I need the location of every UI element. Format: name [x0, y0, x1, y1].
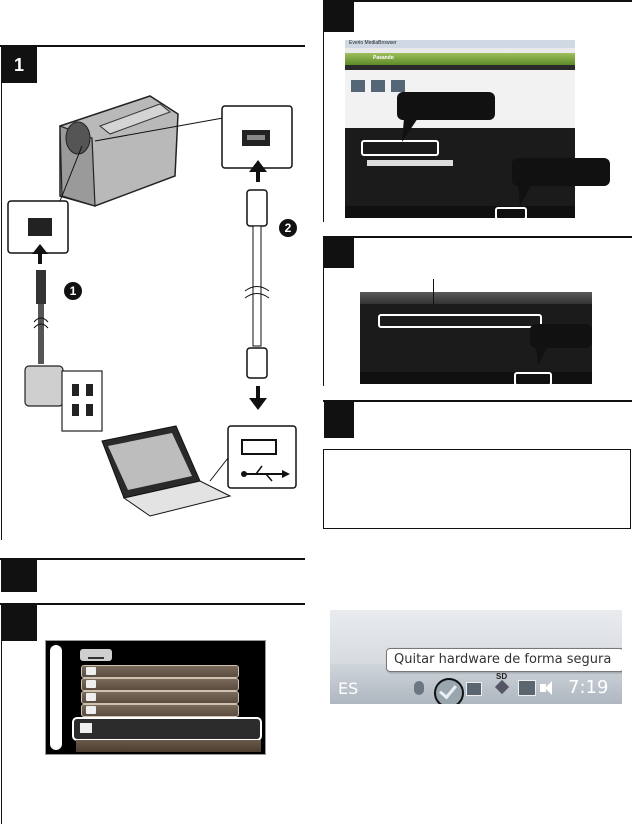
network-icon[interactable]	[518, 680, 536, 696]
checkmark-icon	[439, 680, 457, 700]
dropdown-field[interactable]	[367, 160, 453, 166]
usb-symbol-icon	[241, 465, 290, 482]
sd-card-icon[interactable]: SD	[492, 672, 512, 696]
menu-item-icon	[86, 680, 96, 688]
step-number-badge	[324, 402, 354, 438]
step-frame-bottom-b	[0, 603, 305, 826]
confirm-header	[360, 292, 592, 304]
safely-remove-tooltip: Quitar hardware de forma segura	[386, 648, 622, 672]
usb-a-port-closeup	[227, 425, 297, 489]
window-toolbar: Pasando	[345, 53, 575, 65]
note-box	[323, 449, 631, 529]
video-thumbnail[interactable]	[391, 80, 405, 92]
ac-adapter-icon	[24, 365, 64, 407]
step-frame-software-top	[323, 0, 632, 224]
volume-icon[interactable]	[540, 680, 556, 696]
video-thumbnail[interactable]	[371, 80, 385, 92]
step-connect-left-rule	[1, 45, 2, 540]
lcd-bottom-bar	[76, 740, 261, 752]
connection-illustration	[7, 95, 297, 517]
pc-copy-icon	[80, 723, 92, 733]
step-number-badge	[1, 560, 37, 592]
speech-bubble-icon[interactable]	[414, 681, 424, 695]
start-button-highlight[interactable]	[514, 372, 552, 384]
camcorder-illustration	[59, 95, 179, 207]
camcorder-lcd-screen	[45, 640, 266, 755]
window-title: Everio MediaBrowser	[349, 40, 397, 46]
option-highlight[interactable]	[361, 140, 439, 156]
callout-pointer	[518, 184, 532, 206]
usb-icon	[88, 651, 104, 659]
step-frame-software-mid	[323, 236, 632, 388]
window-titlebar: Everio MediaBrowser	[345, 40, 575, 48]
language-indicator[interactable]: ES	[338, 679, 359, 698]
button-bar	[345, 206, 575, 218]
callout-box	[530, 324, 592, 348]
menu-item[interactable]	[81, 704, 239, 717]
menu-item[interactable]	[81, 665, 239, 678]
menu-item-icon	[86, 693, 96, 701]
path-highlight[interactable]	[378, 314, 542, 328]
menu-item[interactable]	[81, 678, 239, 691]
step-frame-bottom-a	[0, 558, 305, 594]
leader-line	[433, 279, 434, 305]
wall-outlet-icon	[61, 370, 103, 432]
button-bar	[360, 372, 592, 384]
menu-item-icon	[86, 667, 96, 675]
step-connect-frame	[0, 45, 305, 542]
callout-pointer	[536, 346, 548, 366]
step-number-badge: 1	[1, 47, 37, 83]
callout-badge-two: 2	[279, 219, 297, 237]
video-thumbnail[interactable]	[351, 80, 365, 92]
menu-item-icon	[86, 706, 96, 714]
callout-badge-one: 1	[64, 282, 82, 300]
step-number-badge	[324, 2, 354, 32]
lcd-scroll-track[interactable]	[50, 645, 62, 750]
safely-remove-hardware-icon[interactable]	[434, 678, 464, 704]
next-button-highlight[interactable]	[495, 207, 527, 218]
usb-tab[interactable]	[80, 649, 112, 661]
step-number-badge	[324, 238, 354, 268]
step-software-mid-left-rule	[323, 236, 324, 386]
callout-pointer	[402, 118, 418, 142]
window-menubar	[345, 48, 575, 53]
step-software-top-left-rule	[323, 0, 324, 222]
tooltip-text: Quitar hardware de forma segura	[394, 652, 612, 667]
tab-label: Pasando	[373, 55, 394, 61]
menu-item[interactable]	[81, 691, 239, 704]
step-number-badge	[1, 605, 37, 641]
clock-time[interactable]: 7:19	[568, 677, 609, 698]
callout-box	[397, 92, 495, 120]
menu-item-selected[interactable]	[72, 717, 262, 741]
step-bottom-b-left-rule	[1, 603, 2, 824]
sd-label: SD	[496, 672, 508, 681]
step-frame-software-bottom	[323, 400, 632, 442]
laptop-illustration	[101, 425, 232, 517]
monitor-icon[interactable]	[466, 682, 482, 696]
callout-box	[512, 158, 610, 186]
taskbar-screenshot: Quitar hardware de forma segura ES SD 7:…	[330, 610, 622, 704]
